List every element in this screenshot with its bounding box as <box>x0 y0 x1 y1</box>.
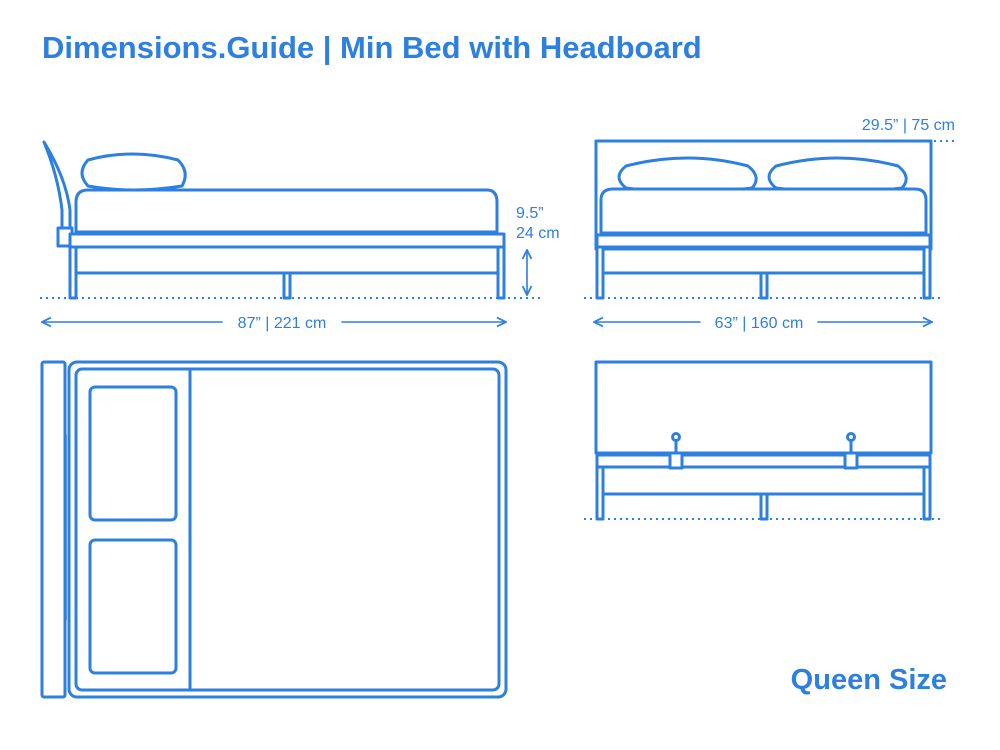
front-height-label: 29.5” | 75 cm <box>862 117 955 134</box>
front-leg-right <box>922 245 932 300</box>
front-pillow-left <box>617 156 758 194</box>
front-frame-rail <box>595 233 932 249</box>
rear-leg-left <box>595 465 605 521</box>
page-title: Dimensions.Guide | Min Bed with Headboar… <box>42 30 702 65</box>
front-elevation-view: 29.5” | 75 cm 63” | 160 cm <box>584 117 958 332</box>
side-elevation-view: 9.5” 24 cm 87” | 221 cm <box>40 140 560 332</box>
side-mattress <box>74 188 499 234</box>
plan-frame <box>67 360 508 699</box>
rear-bracket-right <box>843 432 859 470</box>
side-length-label: 87” | 221 cm <box>238 315 327 332</box>
side-leg-foot <box>496 245 506 300</box>
front-pillow-right <box>767 156 908 194</box>
plan-headboard <box>40 360 67 699</box>
rear-elevation-view <box>584 360 944 521</box>
side-pillow <box>80 152 187 192</box>
front-width-label: 63” | 160 cm <box>715 315 804 332</box>
side-height-cm: 24 cm <box>516 225 560 242</box>
side-headboard <box>42 140 72 240</box>
rear-frame-rail <box>595 453 932 469</box>
size-label: Queen Size <box>791 664 947 696</box>
plan-pillow-bottom <box>88 538 178 675</box>
plan-view <box>40 360 508 699</box>
side-frame-rail <box>68 232 506 249</box>
front-leg-left <box>595 245 605 300</box>
front-leg-middle <box>759 271 769 300</box>
rear-headboard-panel <box>594 360 933 455</box>
rear-leg-middle <box>759 492 769 521</box>
front-mattress <box>599 187 928 235</box>
plan-pillow-top <box>88 385 178 522</box>
side-leg-head <box>68 245 78 300</box>
rear-leg-right <box>922 465 932 521</box>
rear-bracket-left <box>668 432 684 470</box>
side-height-inches: 9.5” <box>516 205 544 222</box>
plan-mattress <box>74 367 501 692</box>
side-leg-middle <box>282 271 292 300</box>
